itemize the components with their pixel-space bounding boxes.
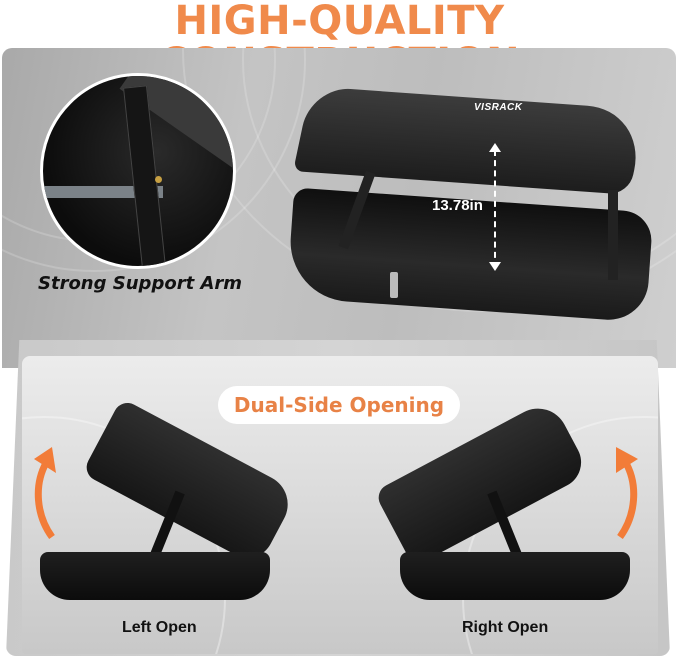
- cargo-box-open-image: [286, 86, 660, 323]
- dimension-arrow-up-icon: [489, 143, 501, 152]
- left-open-base: [40, 552, 270, 600]
- dimension-line: [494, 150, 498, 268]
- cargo-box-lid: [293, 86, 647, 195]
- dual-side-opening-badge: Dual-Side Opening: [218, 386, 460, 424]
- support-arm-closeup: [40, 73, 236, 269]
- left-open-box-image: [40, 398, 299, 600]
- lock-key-icon: [390, 272, 398, 298]
- hinge-bolt: [155, 176, 162, 183]
- right-open-base: [400, 552, 630, 600]
- right-open-lid: [373, 398, 591, 567]
- left-curved-arrow-icon: [34, 447, 56, 540]
- left-open-lid: [81, 398, 299, 567]
- headline: HIGH-QUALITY CONSTRUCTION: [159, 0, 520, 84]
- left-open-label: Left Open: [122, 619, 197, 636]
- right-open-label: Right Open: [462, 619, 549, 636]
- right-curved-arrow-icon: [616, 447, 638, 540]
- lid-strut-right: [608, 190, 618, 280]
- brand-logo: VISRACK: [474, 102, 523, 113]
- dimension-label: 13.78in: [432, 197, 483, 214]
- support-arm-caption: Strong Support Arm: [38, 273, 243, 294]
- dimension-arrow-down-icon: [489, 262, 501, 271]
- right-open-box-image: [373, 398, 632, 600]
